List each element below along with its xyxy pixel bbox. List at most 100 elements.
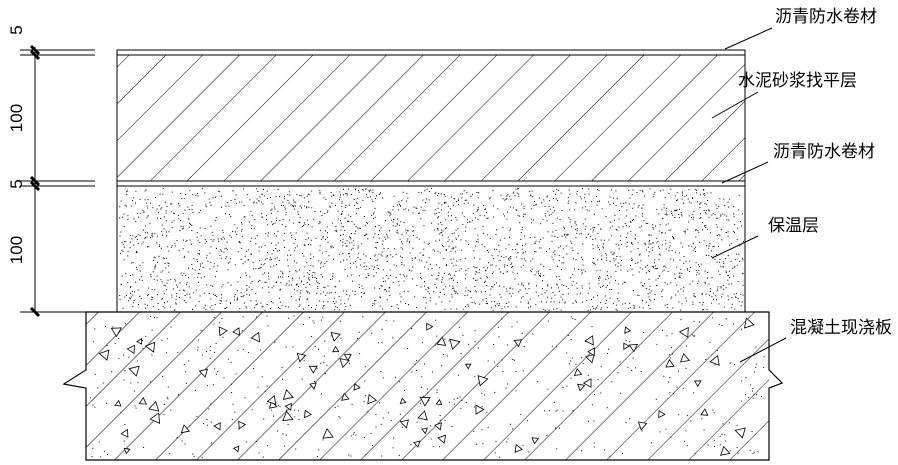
speckle-dot <box>296 245 298 247</box>
speckle-dot <box>442 230 444 232</box>
speckle-dot <box>512 288 514 290</box>
speckle-dot <box>170 279 172 281</box>
speckle-dot <box>172 288 174 290</box>
speckle-dot <box>729 244 730 246</box>
speckle-dot <box>522 252 524 254</box>
speckle-dot <box>197 272 199 274</box>
speckle-dot <box>383 289 385 291</box>
speckle-dot <box>506 271 508 273</box>
speckle-dot <box>350 193 352 195</box>
aggregate-triangle <box>658 409 666 419</box>
speckle-dot <box>447 236 449 238</box>
speckle-dot <box>506 441 508 443</box>
speckle-dot <box>122 216 124 218</box>
speckle-dot <box>469 290 471 292</box>
speckle-dot <box>736 424 738 426</box>
speckle-dot <box>272 223 274 225</box>
speckle-dot <box>277 404 279 406</box>
speckle-dot <box>618 300 620 302</box>
speckle-dot <box>512 266 514 267</box>
speckle-dot <box>505 288 507 290</box>
speckle-dot <box>457 228 459 230</box>
speckle-dot <box>344 230 346 231</box>
speckle-dot <box>733 275 734 277</box>
aggregate-triangle <box>623 342 630 350</box>
speckle-dot <box>375 300 377 302</box>
speckle-dot <box>163 228 165 230</box>
speckle-dot <box>525 260 527 262</box>
speckle-dot <box>264 263 266 265</box>
speckle-dot <box>263 418 265 420</box>
speckle-dot <box>299 221 301 223</box>
aggregate-triangle <box>343 353 352 362</box>
speckle-dot <box>707 200 709 201</box>
speckle-dot <box>456 260 458 262</box>
speckle-dot <box>749 449 751 451</box>
speckle-dot <box>689 271 690 272</box>
speckle-dot <box>136 250 137 252</box>
speckle-dot <box>531 222 533 224</box>
speckle-dot <box>295 270 297 272</box>
speckle-dot <box>728 422 730 424</box>
speckle-dot <box>285 284 287 286</box>
speckle-dot <box>456 308 458 310</box>
speckle-dot <box>341 225 343 227</box>
speckle-dot <box>281 305 283 307</box>
speckle-dot <box>663 375 665 377</box>
speckle-dot <box>552 259 554 261</box>
speckle-dot <box>499 285 500 287</box>
speckle-dot <box>397 307 399 309</box>
speckle-dot <box>359 264 361 266</box>
speckle-dot <box>521 282 523 284</box>
speckle-dot <box>652 228 654 230</box>
speckle-dot <box>742 213 743 215</box>
speckle-dot <box>745 394 747 396</box>
speckle-dot <box>227 282 229 284</box>
speckle-dot <box>648 241 650 243</box>
speckle-dot <box>323 304 325 306</box>
speckle-dot <box>441 277 443 279</box>
speckle-dot <box>401 243 403 245</box>
speckle-dot <box>344 309 346 311</box>
speckle-dot <box>421 192 422 194</box>
speckle-dot <box>396 218 398 220</box>
speckle-dot <box>220 257 222 259</box>
speckle-dot <box>288 219 290 221</box>
speckle-dot <box>679 272 681 274</box>
speckle-dot <box>381 251 383 253</box>
speckle-dot <box>555 193 556 195</box>
speckle-dot <box>682 202 684 204</box>
speckle-dot <box>763 356 765 358</box>
speckle-dot <box>129 298 131 300</box>
speckle-dot <box>639 267 641 269</box>
speckle-dot <box>126 194 128 196</box>
speckle-dot <box>474 303 476 305</box>
speckle-dot <box>570 377 572 379</box>
speckle-dot <box>186 240 188 241</box>
speckle-dot <box>416 284 418 286</box>
speckle-dot <box>372 304 374 306</box>
speckle-dot <box>629 307 631 309</box>
speckle-dot <box>125 241 127 243</box>
speckle-dot <box>481 429 483 431</box>
speckle-dot <box>461 197 463 199</box>
speckle-dot <box>284 196 285 198</box>
speckle-dot <box>575 237 577 239</box>
speckle-dot <box>597 200 599 202</box>
speckle-dot <box>467 219 469 221</box>
speckle-dot <box>517 188 519 190</box>
speckle-dot <box>258 250 260 252</box>
speckle-dot <box>447 241 449 243</box>
speckle-dot <box>306 282 308 284</box>
speckle-dot <box>441 281 443 283</box>
speckle-dot <box>135 190 137 192</box>
speckle-dot <box>624 302 626 304</box>
speckle-dot <box>348 454 350 456</box>
speckle-dot <box>224 308 226 309</box>
speckle-dot <box>719 436 721 438</box>
speckle-dot <box>396 265 397 267</box>
speckle-dot <box>687 198 689 200</box>
speckle-dot <box>294 409 296 411</box>
speckle-dot <box>656 242 658 244</box>
speckle-dot <box>693 335 695 337</box>
